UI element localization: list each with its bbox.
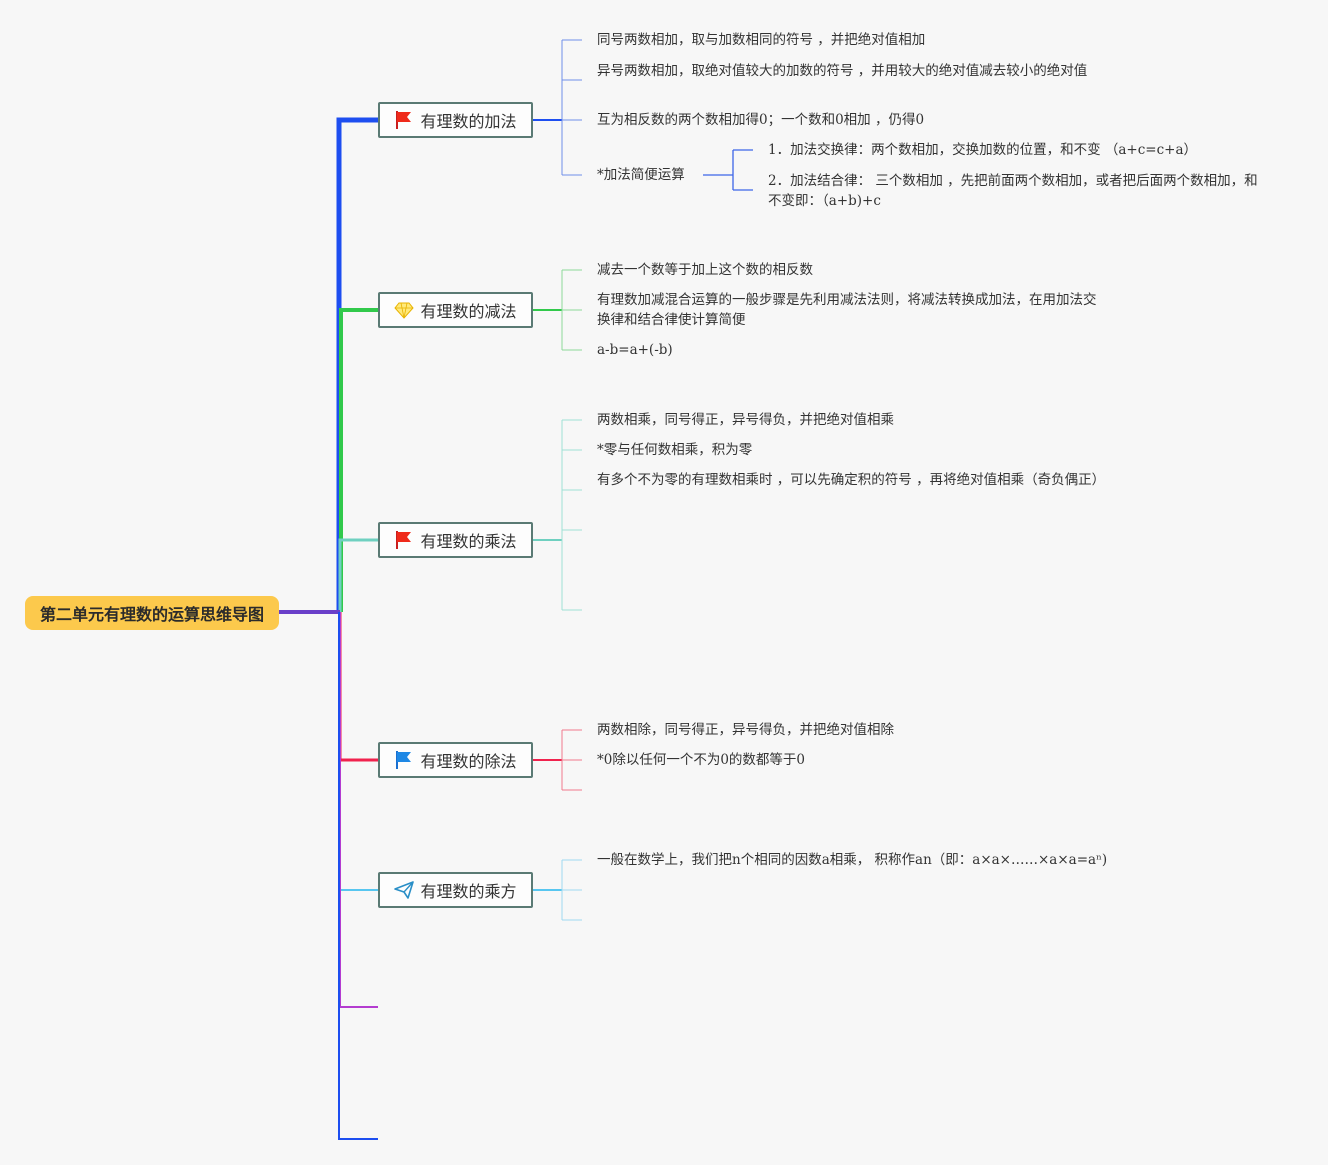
trunk-teal (338, 538, 378, 612)
branch-subtraction[interactable]: 有理数的减法 (378, 292, 533, 328)
leaf-text: 两数相除，同号得正，异号得负，并把绝对值相除 (597, 722, 894, 738)
paper-plane-icon (394, 880, 415, 900)
branch-title: 有理数的乘方 (420, 882, 517, 901)
leaf-text: 互为相反数的两个数相加得0；一个数和0相加 ，仍得0 (597, 112, 925, 128)
branch-title: 有理数的除法 (420, 752, 517, 771)
diamond-icon (394, 300, 415, 320)
branch-title: 有理数的加法 (420, 112, 517, 131)
leaf-text[interactable]: *加法简便运算 (597, 167, 685, 183)
trunk-lightblue (338, 612, 378, 891)
branch-multiplication[interactable]: 有理数的乘法 (378, 522, 533, 558)
leaf-text: 有多个不为零的有理数相乘时 ，可以先确定积的符号 ，再将绝对值相乘（奇负偶正） (597, 472, 1106, 488)
trunk-blue (336, 117, 378, 612)
sub-leaf-text: 1．加法交换律：两个数相加，交换加数的位置，和不变 （a+c=c+a） (768, 142, 1198, 158)
branch-title: 有理数的减法 (420, 302, 517, 321)
leaf-text: a-b=a+(-b) (597, 342, 673, 358)
branch-title: 有理数的乘法 (420, 532, 517, 551)
branch-addition[interactable]: 有理数的加法 (378, 102, 533, 138)
branch-exponent[interactable]: 有理数的乘方 (378, 872, 533, 908)
leaf-text: 两数相乘，同号得正，异号得负，并把绝对值相乘 (597, 412, 894, 428)
leaf-text: *0除以任何一个不为0的数都等于0 (597, 752, 806, 768)
leaf-text: 有理数加减混合运算的一般步骤是先利用减法法则，将减法转换成加法，在用加法交换律和… (597, 292, 1097, 328)
leaf-text: 异号两数相加，取绝对值较大的加数的符号 ，并用较大的绝对值减去较小的绝对值 (597, 63, 1088, 79)
blue-flag-icon (394, 750, 414, 770)
red-flag-icon (394, 110, 414, 130)
leaf-text: *零与任何数相乘，积为零 (597, 442, 753, 458)
leaf-text: 同号两数相加，取与加数相同的符号 ，并把绝对值相加 (597, 32, 926, 48)
trunk-green (339, 308, 378, 612)
trunk-darkblue (338, 612, 378, 1140)
leaf-text: 一般在数学上，我们把n个相同的因数a相乘， 积称作an（即：a×a×……×a×a… (597, 852, 1108, 868)
sub-leaf-text: 2．加法结合律： 三个数相加 ，先把前面两个数相加，或者把后面两个数相加，和不变… (768, 173, 1258, 209)
trunk-purple (339, 612, 378, 1008)
trunk-red (338, 612, 378, 762)
red-flag-icon (394, 530, 414, 550)
leaf-text: 减去一个数等于加上这个数的相反数 (597, 262, 813, 278)
branch-division[interactable]: 有理数的除法 (378, 742, 533, 778)
root-topic[interactable]: 第二单元有理数的运算思维导图 (25, 596, 279, 630)
